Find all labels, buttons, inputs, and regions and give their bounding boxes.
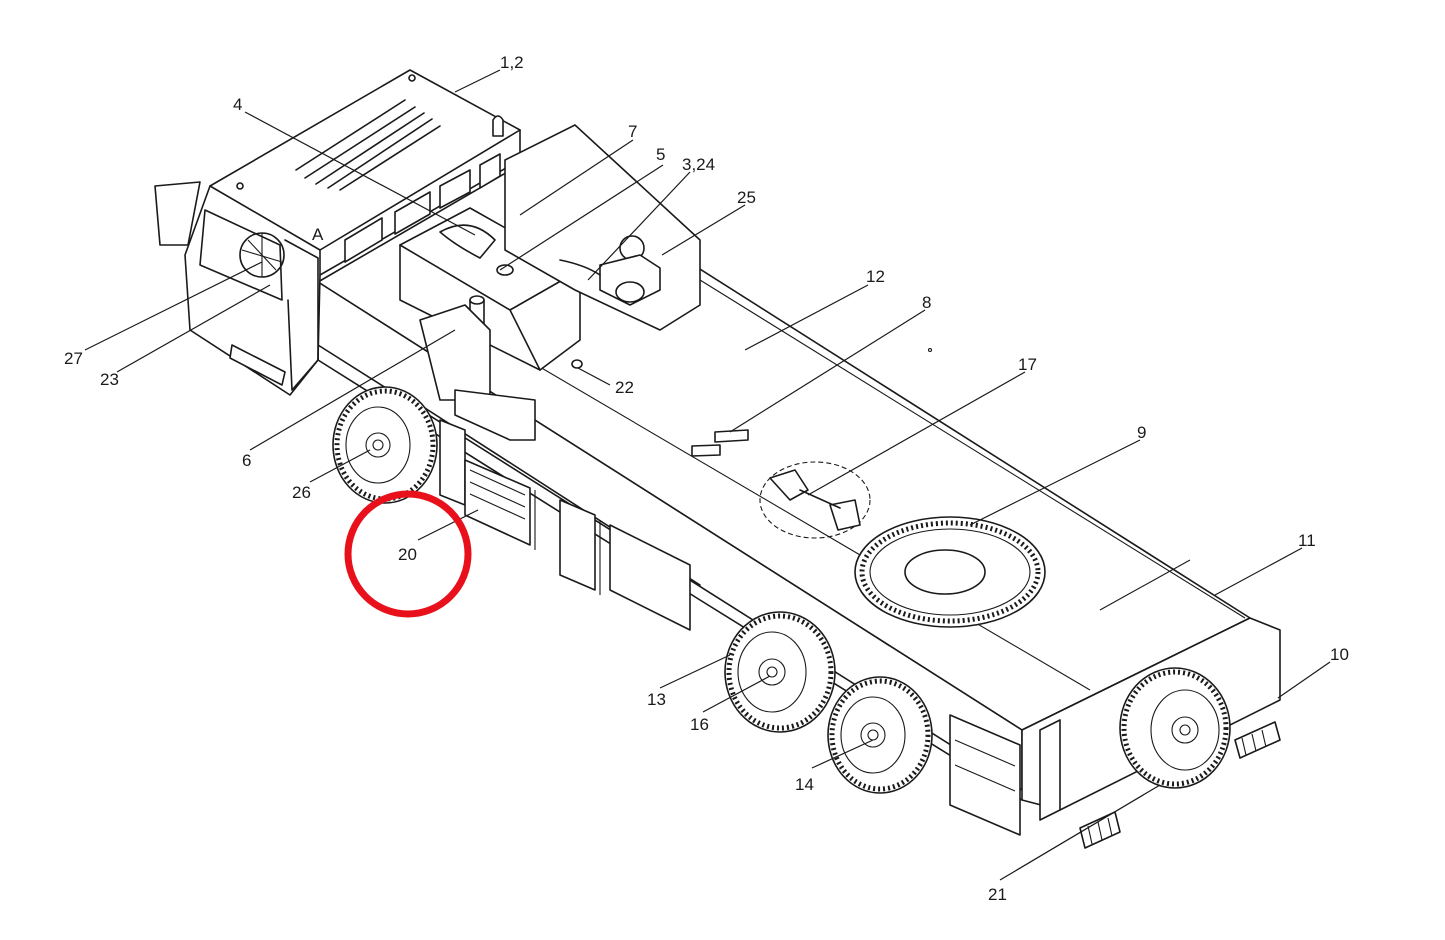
coupling-shaft bbox=[759, 461, 871, 539]
wheel-rear bbox=[1119, 667, 1231, 789]
deck-fittings bbox=[571, 347, 933, 457]
slewing-ring bbox=[854, 516, 1046, 628]
leader-lines bbox=[84, 69, 1331, 881]
wheel-front bbox=[332, 386, 438, 504]
label-8: 8 bbox=[922, 293, 931, 312]
label-27: 27 bbox=[64, 349, 83, 368]
label-12: 12 bbox=[866, 267, 885, 286]
side-compartment bbox=[439, 419, 691, 631]
label-22: 22 bbox=[615, 378, 634, 397]
label-10: 10 bbox=[1330, 645, 1349, 664]
label-26: 26 bbox=[292, 483, 311, 502]
label-11: 11 bbox=[1298, 531, 1316, 550]
callout-labels: 1,2 4 7 5 3,24 25 12 8 17 9 11 10 27 23 … bbox=[64, 53, 1349, 904]
label-20: 20 bbox=[398, 545, 417, 564]
highlight-circle bbox=[344, 490, 472, 618]
cab-mark: A bbox=[312, 225, 324, 244]
label-14: 14 bbox=[795, 775, 814, 794]
engine-assembly bbox=[399, 124, 701, 441]
label-17: 17 bbox=[1018, 355, 1037, 374]
label-13: 13 bbox=[647, 690, 666, 709]
label-4: 4 bbox=[233, 95, 242, 114]
label-5: 5 bbox=[656, 145, 665, 164]
label-1-2: 1,2 bbox=[500, 53, 524, 72]
label-9: 9 bbox=[1137, 423, 1146, 442]
wheel-middle-1 bbox=[724, 611, 836, 733]
wheel-middle-2 bbox=[827, 676, 933, 794]
label-23: 23 bbox=[100, 370, 119, 389]
label-6: 6 bbox=[242, 451, 251, 470]
label-3-24: 3,24 bbox=[682, 155, 715, 174]
cab: A bbox=[154, 69, 521, 396]
label-21: 21 bbox=[988, 885, 1007, 904]
label-25: 25 bbox=[737, 188, 756, 207]
label-7: 7 bbox=[628, 122, 637, 141]
label-16: 16 bbox=[690, 715, 709, 734]
